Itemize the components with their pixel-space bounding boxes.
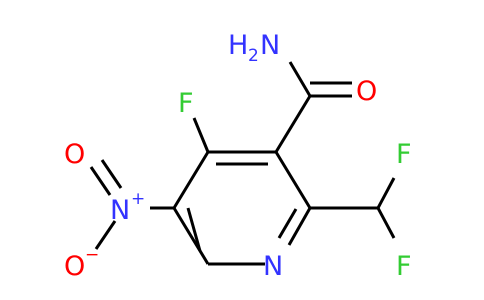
nitro-oxygen-top-label: O <box>64 139 85 170</box>
amide-nitrogen-h-label: H <box>228 30 248 61</box>
bond-c5-c4 <box>172 151 210 209</box>
bond-camide-n <box>288 61 312 97</box>
bond-c6-c5 <box>172 207 210 265</box>
chf2-fluorine-top-label: F <box>396 139 412 170</box>
nitro-oxygen-charge: − <box>85 245 99 265</box>
bonds <box>89 61 396 266</box>
bond-c6-c5-inner <box>186 207 202 252</box>
amide-nitrogen-subscript: 2 <box>248 46 259 66</box>
bond-c4-f <box>192 117 210 153</box>
bond-nnitro-otop-1 <box>89 166 112 196</box>
chf2-fluorine-bottom-label: F <box>396 251 412 282</box>
bond-chf2-fbottom <box>376 207 396 239</box>
bond-c2-n1 <box>287 207 312 246</box>
nitro-oxygen-bottom-label: O <box>64 251 85 282</box>
bond-chf2-ftop <box>376 177 396 209</box>
nitro-nitrogen-charge: + <box>131 189 145 209</box>
amide-nitrogen-label: N <box>260 30 280 61</box>
nitro-nitrogen-label: N <box>110 195 130 226</box>
amide-oxygen-label: O <box>356 76 377 107</box>
ring-fluorine-label: F <box>178 88 194 119</box>
bond-nnitro-obottom <box>94 220 117 250</box>
bond-c3-camide <box>274 95 312 153</box>
bond-c2-n1-inner <box>277 208 298 239</box>
bond-nnitro-otop-2 <box>100 159 123 189</box>
bond-c3-c2 <box>274 151 312 209</box>
ring-nitrogen-label: N <box>263 251 283 282</box>
atom-labels: H 2 N O F N F F N + O O − <box>64 30 412 282</box>
